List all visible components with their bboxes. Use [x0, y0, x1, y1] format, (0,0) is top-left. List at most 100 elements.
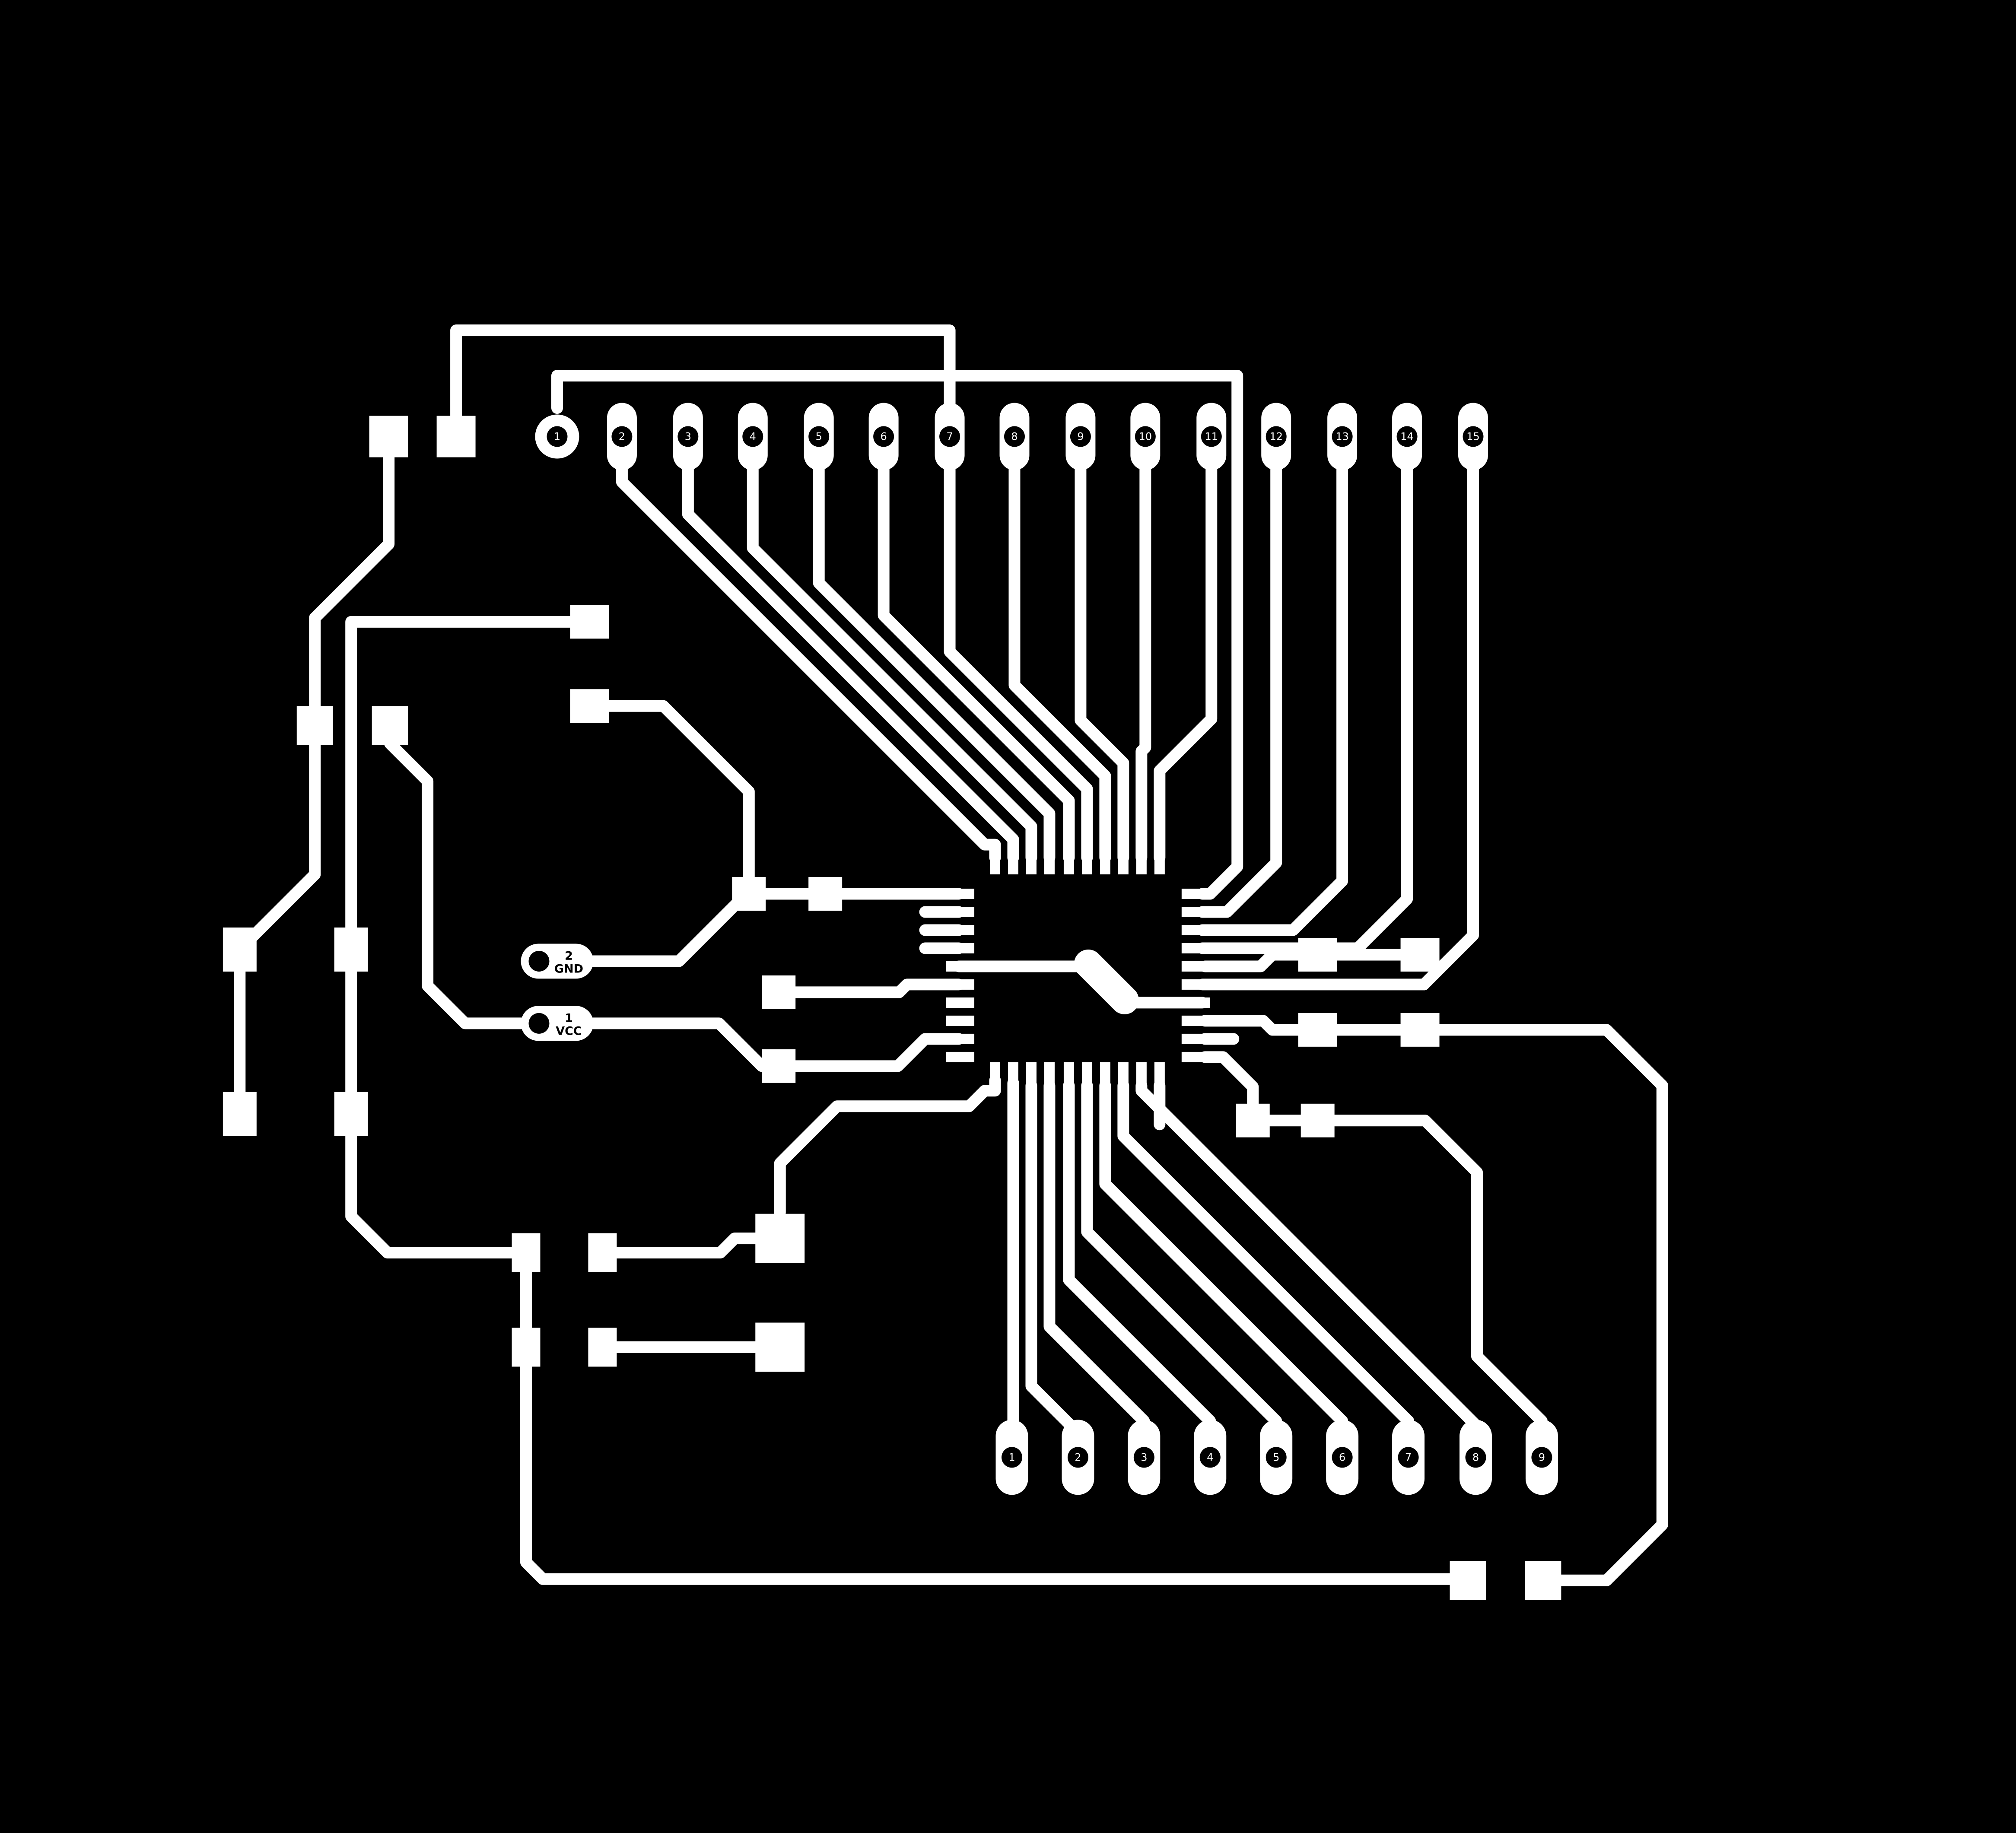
- ic-pad-right: [1181, 907, 1210, 917]
- pad-hole: [1070, 426, 1091, 447]
- ic-pad-right: [1181, 979, 1210, 990]
- pad-label: 7: [946, 431, 953, 443]
- pad-hole: [1465, 1447, 1486, 1468]
- copper-trace: [345, 616, 577, 935]
- smd-pad: [1236, 1103, 1270, 1137]
- smd-pad: [762, 975, 796, 1009]
- copper-trace: [1199, 1051, 1259, 1111]
- smd-pad: [1298, 1013, 1337, 1047]
- ic-pad-bottom: [1100, 1062, 1110, 1091]
- copper-trace: [1025, 1080, 1084, 1439]
- smd-pad: [512, 1328, 541, 1367]
- copper-trace: [384, 737, 528, 1029]
- copper-trace: [585, 1017, 768, 1072]
- pad-hole: [873, 426, 894, 447]
- ic-pad-left: [946, 1015, 975, 1026]
- ic-pad-left: [946, 997, 975, 1008]
- smd-pad: [372, 706, 408, 745]
- smd-pad: [369, 416, 408, 457]
- copper-trace: [603, 700, 755, 883]
- ic-pad-right: [1181, 1015, 1210, 1026]
- ic-pad-top: [1008, 846, 1018, 875]
- pad-hole: [677, 426, 699, 447]
- copper-trace: [1431, 1024, 1668, 1586]
- smd-pad: [1450, 1561, 1486, 1600]
- pad-label: 8: [1011, 431, 1018, 443]
- pad-hole: [1332, 426, 1353, 447]
- copper-trace: [1074, 949, 1139, 1014]
- ic-pad-right: [1181, 1033, 1210, 1044]
- pad-label: 3: [685, 431, 691, 443]
- pad-hole: [1463, 426, 1484, 447]
- smd-pad: [512, 1233, 541, 1272]
- pad-hole: [1133, 1447, 1154, 1468]
- pad-hole: [528, 1013, 550, 1034]
- pad-hole: [1266, 1447, 1287, 1468]
- ic-pad-bottom: [1063, 1062, 1074, 1091]
- copper-trace: [1199, 949, 1307, 972]
- pad-label: 8: [1472, 1451, 1479, 1463]
- pad-label: 3: [1141, 1451, 1147, 1463]
- copper-trace: [1008, 460, 1111, 864]
- ic-pad-left: [946, 907, 975, 917]
- pad-hole: [1266, 426, 1287, 447]
- ic-pad-bottom: [1081, 1062, 1092, 1091]
- smd-pad: [223, 927, 257, 972]
- pad-label: 1: [1008, 1451, 1015, 1463]
- pad-hole: [1199, 1447, 1221, 1468]
- smd-pad: [762, 1049, 796, 1083]
- pad-label: 14: [1400, 431, 1414, 443]
- smd-pad: [588, 1328, 617, 1367]
- copper-trace: [345, 1129, 519, 1259]
- power-pad-number: 2: [565, 949, 573, 963]
- copper-trace: [774, 1074, 1001, 1219]
- copper-trace: [788, 978, 965, 998]
- copper-trace: [747, 460, 1037, 864]
- copper-trace: [1135, 460, 1151, 864]
- smd-pad: [570, 689, 609, 723]
- copper-trace: [234, 737, 321, 956]
- copper-trace: [1196, 460, 1348, 936]
- pad-label: 5: [1273, 1451, 1279, 1463]
- pad-label: 4: [1207, 1451, 1213, 1463]
- pad-hole: [1135, 426, 1156, 447]
- pad-label: 4: [750, 431, 756, 443]
- copper-trace: [583, 889, 754, 967]
- smd-pad: [570, 605, 609, 639]
- pad-label: 5: [816, 431, 822, 443]
- pad-hole: [1531, 1447, 1552, 1468]
- pad-hole: [1332, 1447, 1353, 1468]
- pad-label: 13: [1336, 431, 1349, 443]
- ic-pad-right: [1181, 943, 1210, 953]
- copper-trace: [520, 1360, 1457, 1585]
- pad-label: 6: [881, 431, 887, 443]
- copper-trace: [1117, 1080, 1415, 1446]
- copper-trace: [616, 460, 1001, 864]
- ic-pad-bottom: [1118, 1062, 1129, 1091]
- ic-pad-left: [946, 979, 975, 990]
- ic-pad-left: [946, 924, 975, 935]
- pad-label: 6: [1339, 1451, 1345, 1463]
- ic-pad-left: [946, 1052, 975, 1062]
- copper-trace: [1199, 1015, 1307, 1036]
- copper-trace: [788, 1033, 965, 1072]
- smd-pad: [1525, 1561, 1561, 1600]
- ic-pad-right: [1181, 961, 1210, 972]
- smd-pad: [1400, 1013, 1440, 1047]
- smd-pad: [296, 706, 333, 745]
- pad-label: 2: [619, 431, 625, 443]
- ic-pad-top: [1044, 846, 1055, 875]
- ic-pad-bottom: [1136, 1062, 1147, 1091]
- copper-trace: [450, 324, 956, 443]
- pad-label: 10: [1139, 431, 1152, 443]
- pad-hole: [1004, 426, 1025, 447]
- copper-trace: [611, 1233, 763, 1259]
- pad-label: 15: [1466, 431, 1480, 443]
- smd-pad: [755, 1322, 805, 1372]
- ic-pad-left: [946, 943, 975, 953]
- ic-pad-top: [1136, 846, 1147, 875]
- copper-trace: [1196, 460, 1479, 991]
- pad-label: 7: [1405, 1451, 1412, 1463]
